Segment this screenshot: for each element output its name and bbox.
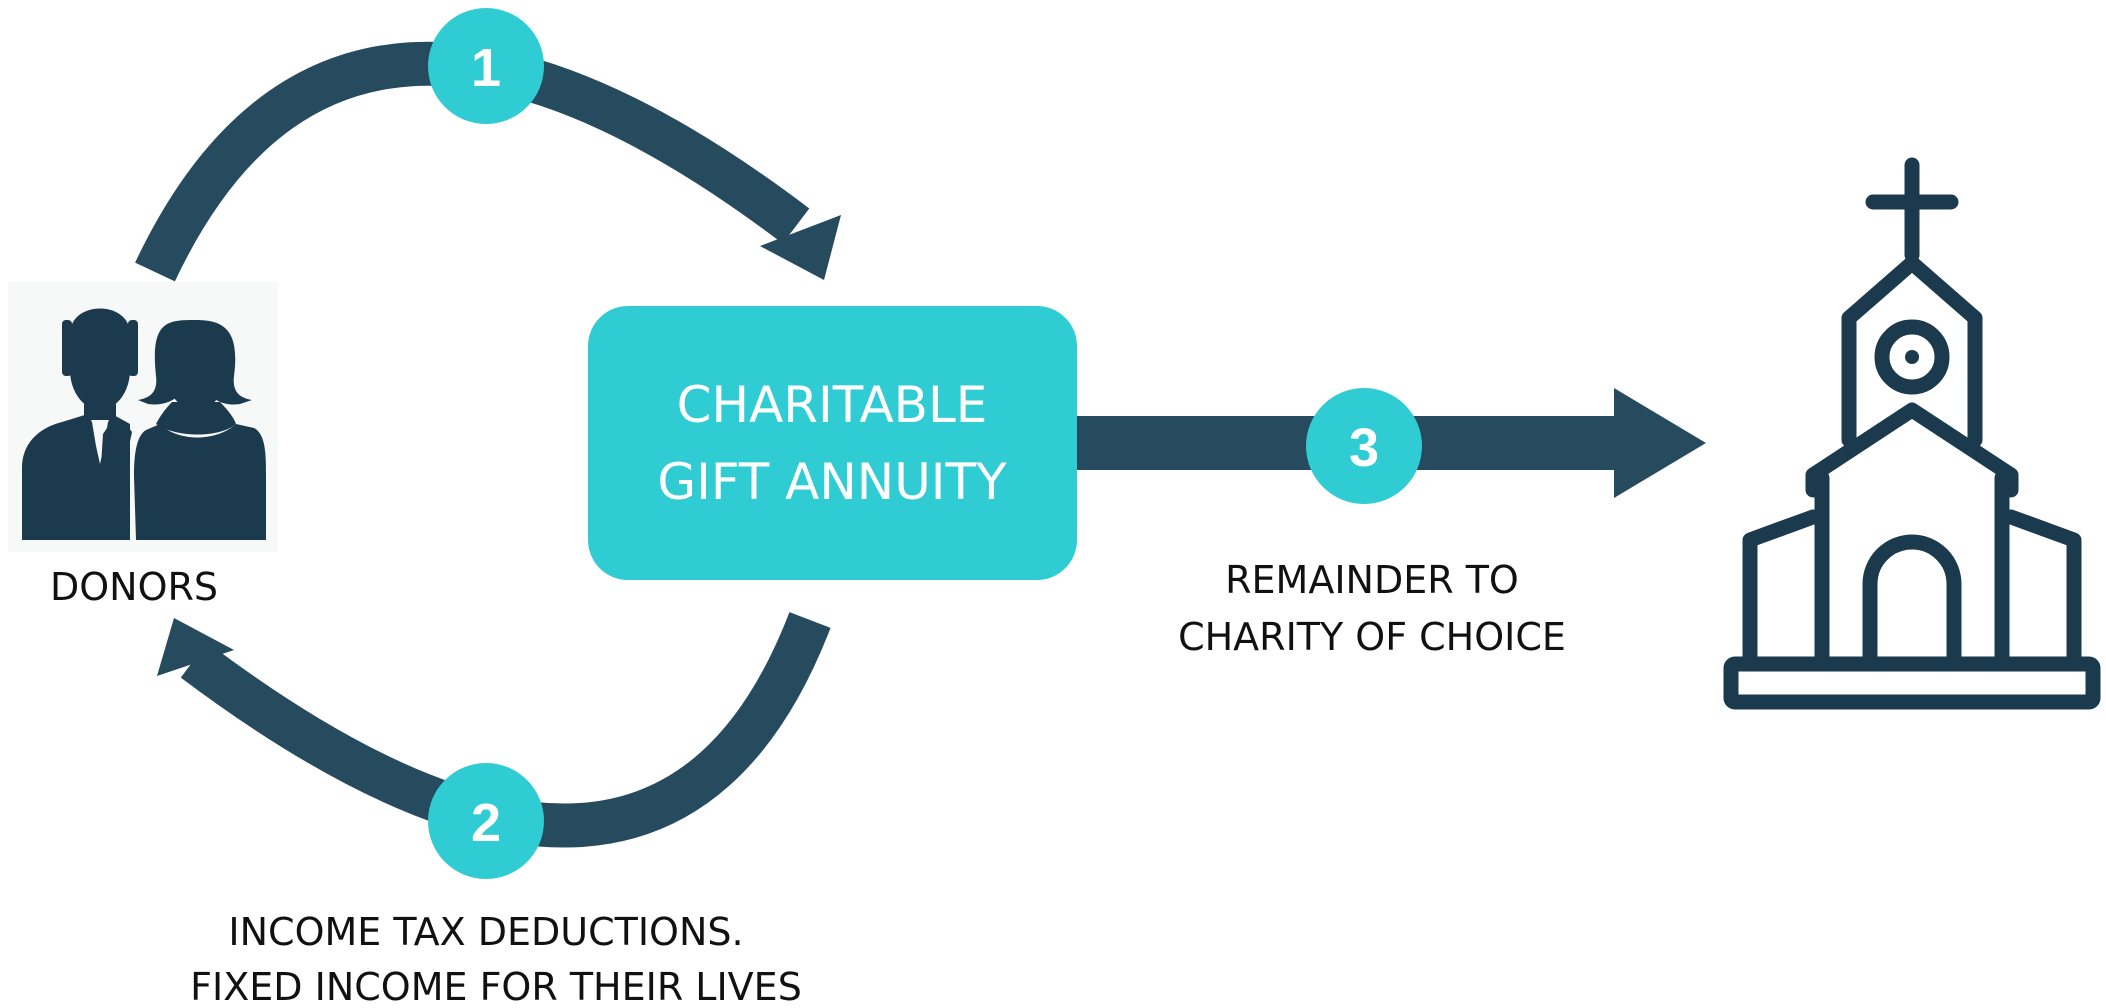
church-icon bbox=[1723, 157, 2101, 710]
bottom-arc-arrowhead bbox=[157, 618, 234, 676]
step-2-number: 2 bbox=[471, 793, 501, 853]
step-1-number: 1 bbox=[471, 38, 501, 98]
step-3-number: 3 bbox=[1349, 418, 1379, 478]
step-2-caption-line2: FIXED INCOME FOR THEIR LIVES bbox=[190, 965, 802, 1008]
arrow-annuity-to-donors bbox=[157, 612, 831, 848]
step-3-circle bbox=[1306, 388, 1422, 504]
man-silhouette bbox=[22, 308, 138, 540]
arrow-donors-to-annuity bbox=[135, 41, 841, 282]
donors-label: DONORS bbox=[50, 565, 218, 609]
charitable-gift-annuity-box: CHARITABLE GIFT ANNUITY bbox=[588, 306, 1077, 580]
top-arc-shaft bbox=[135, 41, 810, 282]
bottom-arc-shaft bbox=[180, 612, 831, 848]
step-3-caption-line1: REMAINDER TO bbox=[1225, 558, 1519, 602]
step-badge-1: 1 bbox=[428, 8, 544, 124]
step-badge-3: 3 bbox=[1306, 388, 1422, 504]
step-2-circle bbox=[428, 763, 544, 879]
straight-arrow-head bbox=[1614, 388, 1706, 498]
annuity-title-line2: GIFT ANNUITY bbox=[657, 453, 1007, 511]
step-3-caption-line2: CHARITY OF CHOICE bbox=[1178, 615, 1566, 659]
annuity-title-line1: CHARITABLE bbox=[677, 376, 988, 434]
step-1-circle bbox=[428, 8, 544, 124]
donors-couple-icon bbox=[22, 308, 266, 540]
annuity-box-bg bbox=[588, 306, 1077, 580]
step-badge-2: 2 bbox=[428, 763, 544, 879]
woman-silhouette bbox=[134, 320, 266, 540]
step-2-caption-line1: INCOME TAX DEDUCTIONS. bbox=[228, 910, 743, 954]
top-arc-arrowhead bbox=[760, 215, 841, 280]
